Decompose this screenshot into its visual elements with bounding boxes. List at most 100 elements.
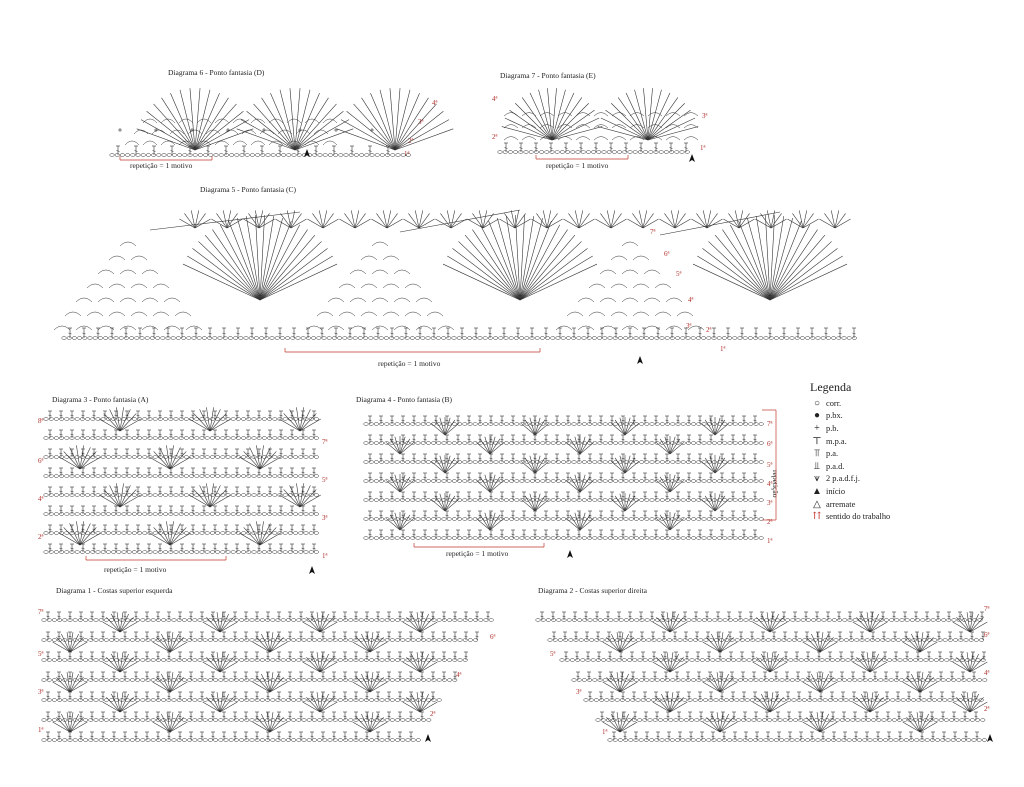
d3-row-4: 4ª [38,495,44,503]
stitch-line [738,220,771,301]
chain-stitch [270,698,276,702]
chain-stitch [77,738,83,742]
chain-stitch [436,441,442,445]
stitch-line [387,635,391,638]
chain-stitch [743,498,749,502]
stitch-line [769,216,785,301]
stitch-line [755,218,772,229]
chain-arc [683,124,699,129]
chain-stitch [204,436,210,440]
chain-stitch [441,479,447,483]
stitch-line [701,499,716,512]
stitch-line [289,485,301,508]
stitch-line [502,332,506,335]
stitch-line [136,471,140,474]
stitch-line [674,218,691,229]
stitch-line [656,480,671,493]
stitch-line [597,126,649,141]
stitch-line [482,213,494,229]
stitch-line [213,547,217,550]
stitch-line [625,92,649,141]
chain-stitch [183,493,189,497]
chain-stitch [145,678,151,682]
chain-stitch [59,474,65,478]
stitch-line [442,655,446,658]
chain-stitch [706,336,712,340]
chain-stitch [126,512,132,516]
chain-stitch [385,153,391,157]
chain-stitch [230,455,236,459]
chain-stitch [675,336,681,340]
chain-stitch [88,678,94,682]
stitch-line [224,547,228,550]
stitch-line [769,224,810,301]
chain-stitch [108,336,114,340]
stitch-line [48,509,52,512]
stitch-line [81,414,85,417]
chain-stitch [233,336,239,340]
chain-stitch [123,336,129,340]
chain-stitch [410,441,416,445]
chain-stitch [343,738,349,742]
stitch-line [136,509,140,512]
stitch-line [742,476,746,479]
stitch-line [226,213,238,229]
stitch-line [376,675,380,678]
chain-stitch [222,336,228,340]
chain-stitch [561,441,567,445]
chain-stitch [555,498,561,502]
stitch-line [134,715,138,718]
chain-stitch [53,455,59,459]
stitch-line [489,480,504,493]
chain-arc [575,124,591,129]
stitch-line [511,514,515,517]
stitch-line [720,533,724,536]
stitch-line [68,695,72,698]
chain-stitch [100,531,106,535]
chain-stitch [72,618,78,622]
stitch-line [810,332,814,335]
chain-stitch [98,698,104,702]
chain-stitch [62,738,68,742]
stitch-line [551,109,595,141]
chain-stitch [457,441,463,445]
chain-arc [404,311,422,317]
stitch-line [59,471,63,474]
chain-stitch [612,336,618,340]
stitch-line [159,523,171,546]
diagram-1-title: Diagrama 1 - Costas superior esquerda [56,586,173,595]
chain-stitch [196,336,202,340]
chain-arc [327,297,345,303]
chain-stitch [415,441,421,445]
chain-stitch [150,618,156,622]
chain-stitch [93,698,99,702]
stitch-line [189,88,196,151]
stitch-line [702,210,708,229]
stitch-line [610,514,614,517]
stitch-line [266,695,270,698]
chain-stitch [607,498,613,502]
chain-stitch [124,718,130,722]
chain-stitch [457,638,463,642]
chain-stitch [368,441,374,445]
chain-stitch [421,678,427,682]
chain-stitch [581,422,587,426]
chain-stitch [275,698,281,702]
chain-arc [322,140,338,146]
stitch-line [299,675,303,678]
chain-arc [521,124,537,129]
chain-stitch [135,658,141,662]
stitch-line [277,715,281,718]
chain-stitch [197,153,203,157]
stitch-line [294,88,301,151]
stitch-line [467,533,471,536]
stitch-line [332,715,336,718]
chain-stitch [637,150,643,154]
stitch-line [431,423,446,436]
chain-arc [371,269,389,275]
chain-stitch [173,493,179,497]
chain-stitch [384,638,390,642]
stitch-line [193,489,211,508]
stitch-line [111,693,121,713]
chain-stitch [114,678,120,682]
